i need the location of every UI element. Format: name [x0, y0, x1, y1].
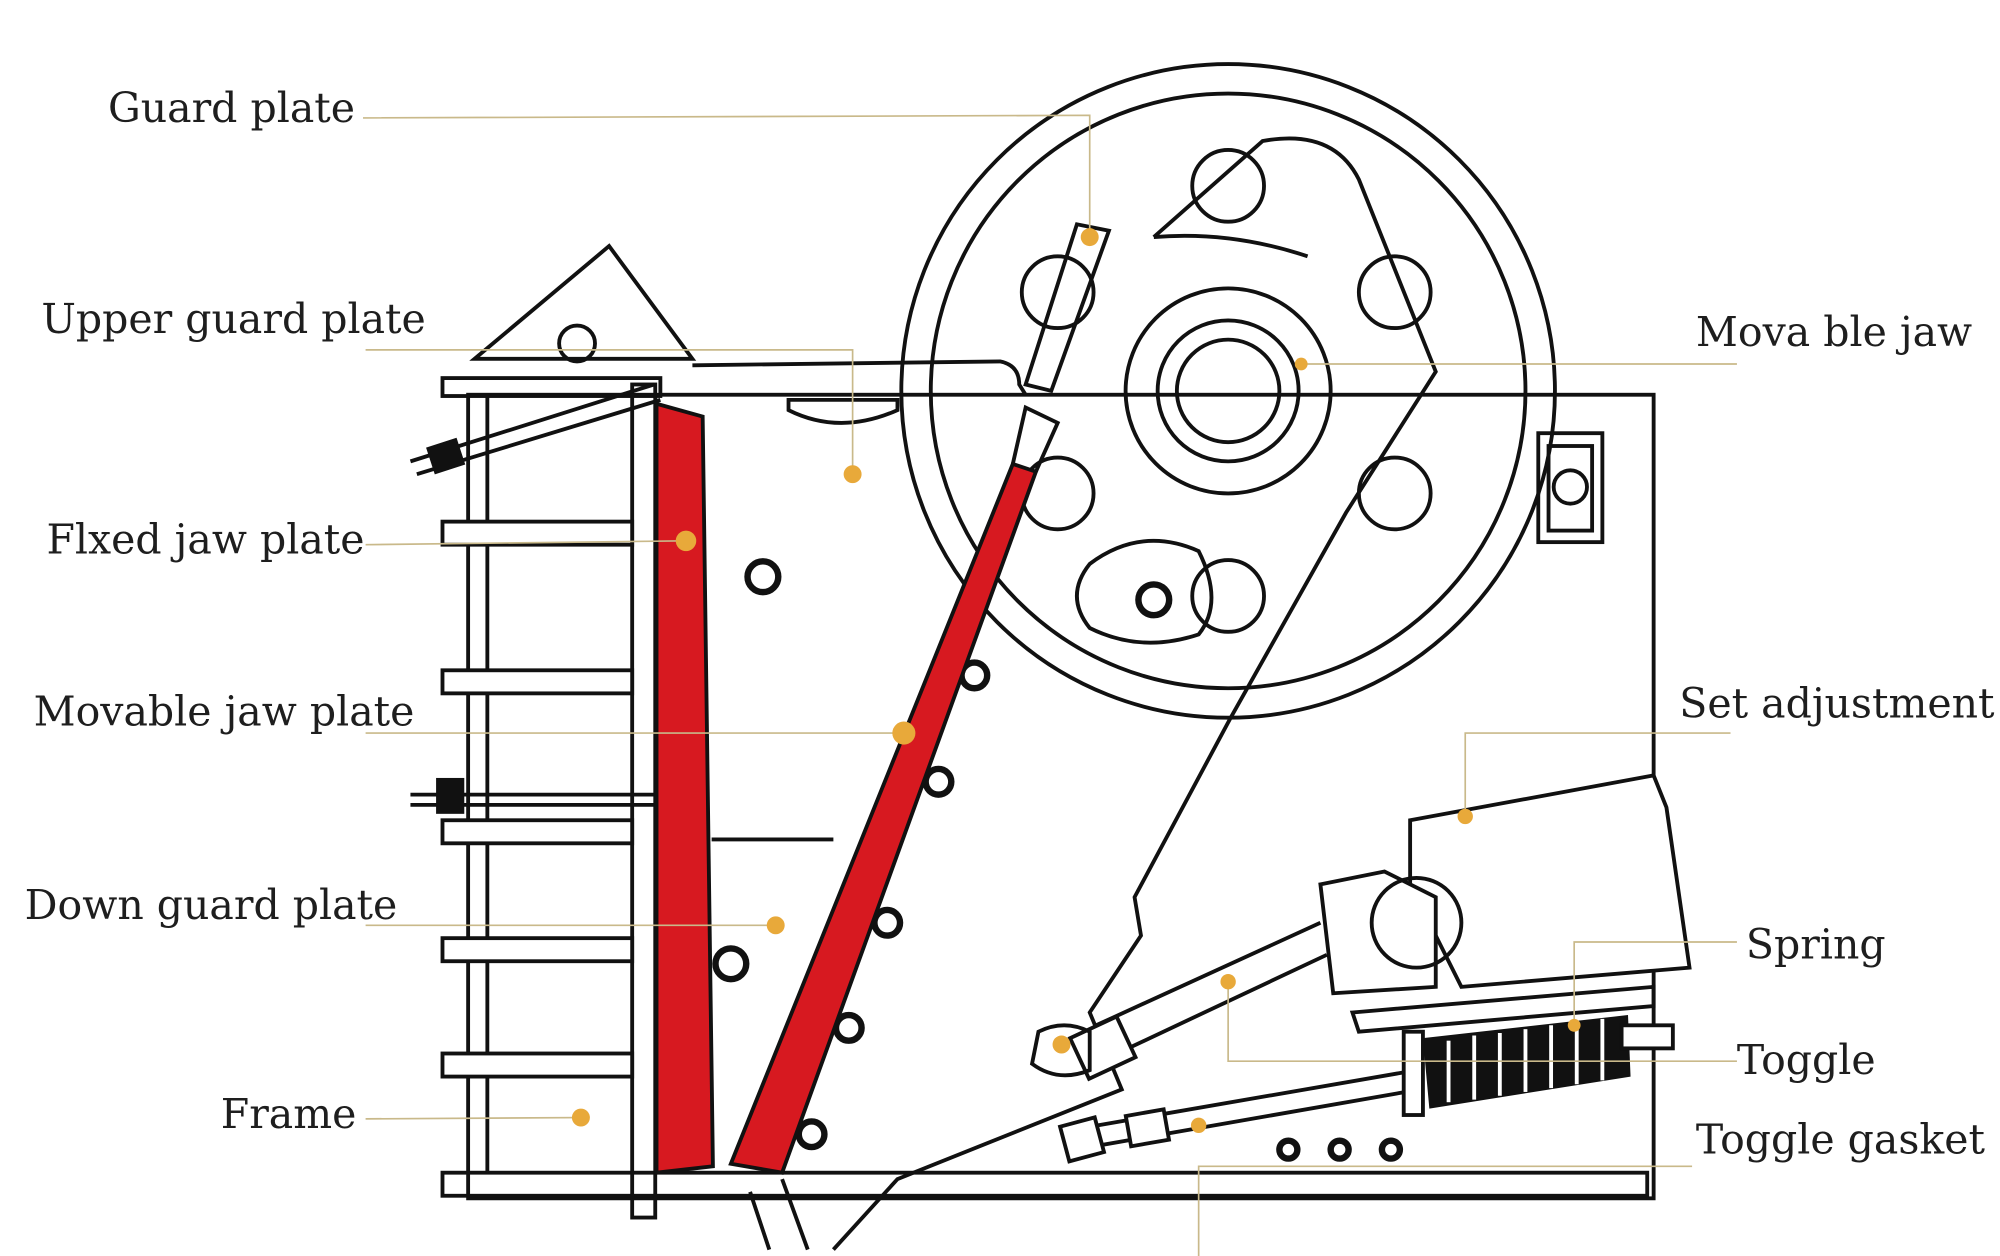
label-guard-plate: Guard plate — [108, 84, 355, 132]
label-toggle-gasket: Toggle gasket — [1696, 1115, 1986, 1163]
bolts — [409, 382, 1404, 1162]
label-set-adjustment: Set adjustment — [1679, 680, 1995, 728]
movable-jaw-body — [831, 136, 1438, 1251]
flywheel — [899, 62, 1557, 720]
markers — [571, 228, 1581, 1133]
label-upper-guard-plate: Upper guard plate — [41, 295, 425, 343]
label-fixed-jaw-plate: Flxed jaw plate — [46, 516, 364, 564]
label-frame: Frame — [221, 1090, 357, 1138]
label-down-guard-plate: Down guard plate — [25, 881, 398, 929]
movable-jaw-plate-shape — [728, 461, 1039, 1175]
set-adjustment-assembly — [1029, 773, 1692, 1082]
label-movable-jaw: Mova ble jaw — [1696, 308, 1972, 356]
fixed-jaw-plate-shape — [654, 401, 715, 1175]
leader-lines — [363, 114, 1737, 1256]
upper-guard-plate-shape — [469, 243, 697, 361]
label-spring: Spring — [1746, 921, 1886, 969]
label-toggle: Toggle — [1737, 1036, 1876, 1084]
machine-frame — [440, 359, 1656, 1220]
label-movable-jaw-plate: Movable jaw plate — [34, 687, 415, 735]
frame-ribs — [440, 519, 635, 1079]
